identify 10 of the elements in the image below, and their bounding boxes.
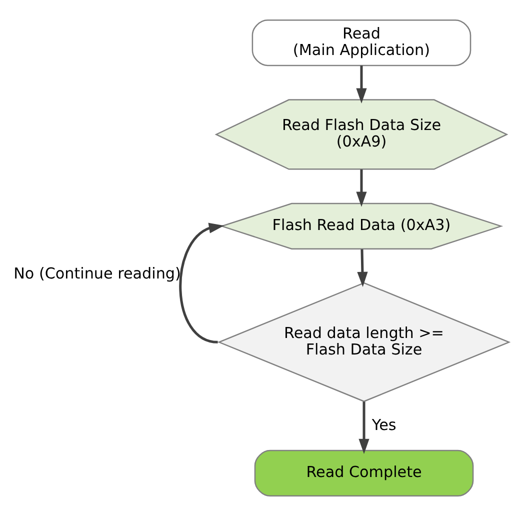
- arrow: [358, 401, 369, 454]
- arrow: [356, 168, 366, 206]
- arrow: [356, 248, 368, 287]
- arrow: [356, 65, 366, 103]
- edge-label: No (Continue reading): [13, 264, 180, 282]
- node-diamond: Read data length >= Flash Data Size: [216, 282, 510, 402]
- node-box: Read Complete: [254, 449, 474, 496]
- edge-label: Yes: [371, 415, 396, 434]
- arrow: [178, 222, 224, 343]
- node-box: Read (Main Application): [251, 18, 471, 66]
